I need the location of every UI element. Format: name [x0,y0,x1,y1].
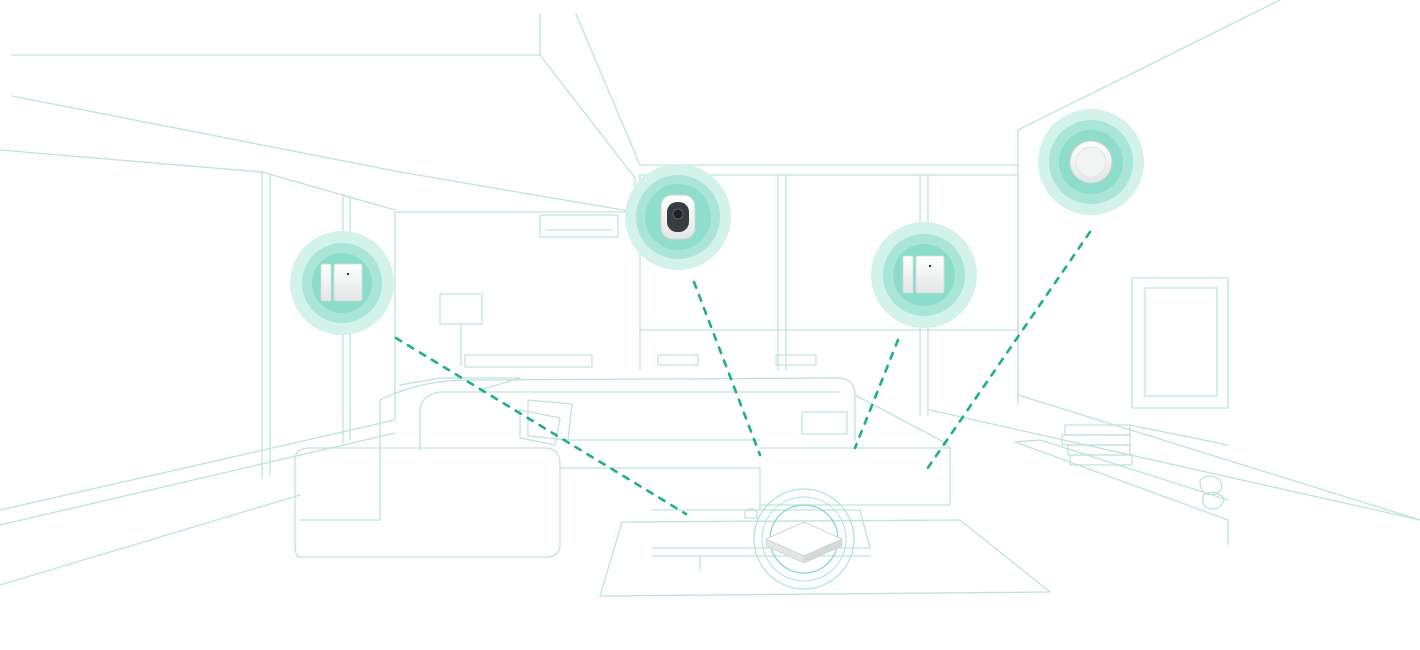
motion-sensor-icon [1070,141,1112,183]
door-window-sensor-icon [321,264,362,301]
hub[interactable] [754,489,854,589]
hub-icon [766,522,842,563]
link-door-sensor-right [855,340,898,448]
door-sensor-right[interactable] [871,222,977,328]
ceiling-motion-sensor[interactable] [1038,109,1144,215]
link-door-sensor-left [396,338,686,514]
door-sensor-left[interactable] [290,231,394,335]
camera-icon [661,195,695,239]
door-window-sensor-icon [903,256,944,293]
link-indoor-camera [694,282,760,455]
room-outline [0,0,1420,596]
connection-lines [396,232,1090,514]
indoor-camera[interactable] [625,164,731,270]
